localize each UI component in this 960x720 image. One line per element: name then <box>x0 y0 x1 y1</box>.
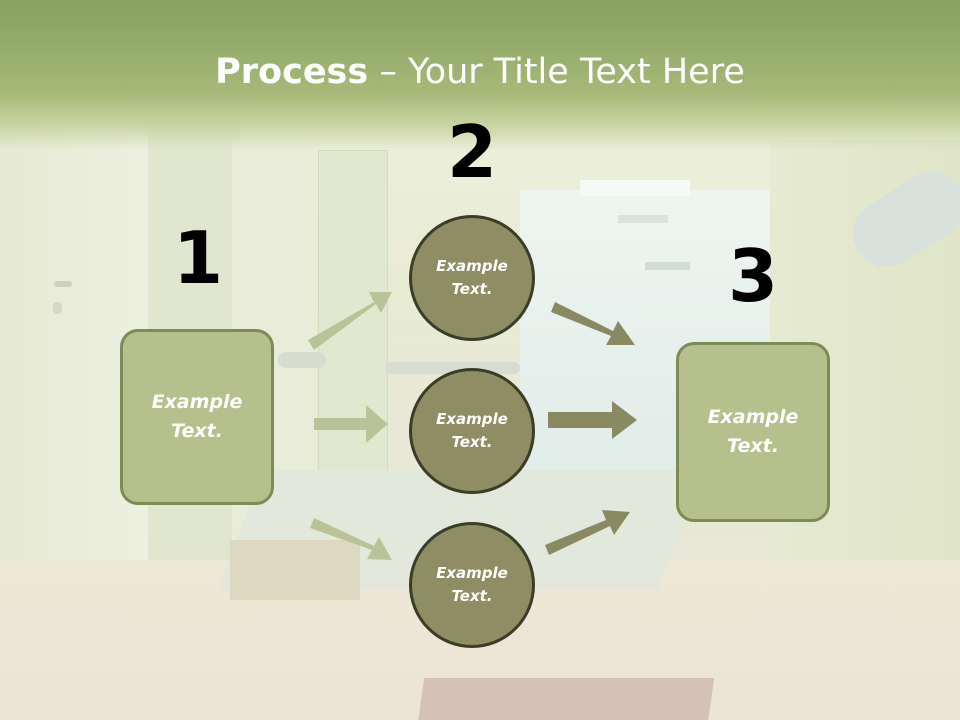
step-3-text: Example Text. <box>708 403 799 461</box>
circle-bottom-line1: Example <box>436 564 508 582</box>
circle-middle-text: Example Text. <box>436 408 508 454</box>
step-3-box[interactable]: Example Text. <box>676 342 830 522</box>
circle-top-line2: Text. <box>451 280 493 298</box>
step-1-box[interactable]: Example Text. <box>120 329 274 505</box>
circle-middle-line1: Example <box>436 410 508 428</box>
step-number-3: 3 <box>727 234 779 318</box>
circle-middle-line2: Text. <box>451 433 493 451</box>
title-band <box>0 0 960 150</box>
step-3-text-line2: Text. <box>727 435 779 457</box>
step-1-text: Example Text. <box>152 388 243 446</box>
circle-bottom-line2: Text. <box>451 587 493 605</box>
step-1-text-line1: Example <box>151 391 243 413</box>
title-bold: Process <box>215 52 369 92</box>
circle-top-text: Example Text. <box>436 255 508 301</box>
step-number-2: 2 <box>446 110 498 194</box>
circle-bottom-text: Example Text. <box>436 562 508 608</box>
step-2-circle-top[interactable]: Example Text. <box>409 215 535 341</box>
step-1-text-line2: Text. <box>171 420 223 442</box>
step-2-circle-bottom[interactable]: Example Text. <box>409 522 535 648</box>
slide-title: Process – Your Title Text Here <box>0 52 960 92</box>
step-number-1: 1 <box>172 216 224 300</box>
step-3-text-line1: Example <box>707 406 799 428</box>
title-rest: – Your Title Text Here <box>368 52 745 92</box>
step-2-circle-middle[interactable]: Example Text. <box>409 368 535 494</box>
circle-top-line1: Example <box>436 257 508 275</box>
